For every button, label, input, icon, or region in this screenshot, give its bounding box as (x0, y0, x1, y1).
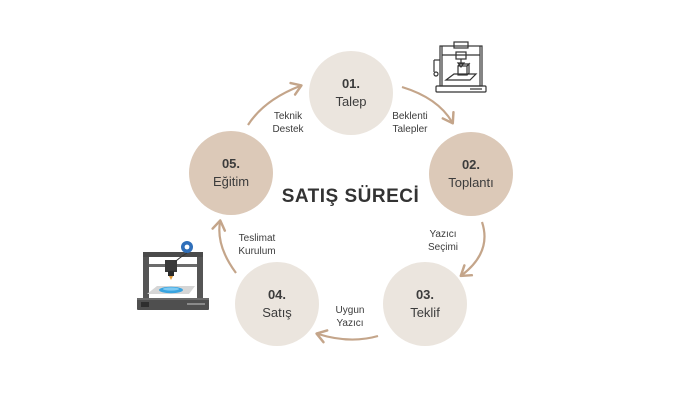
step-number: 01. (341, 76, 361, 91)
step-label: Talep (335, 94, 367, 109)
step-label: Satış (262, 305, 292, 320)
arrow-satis-to-egitim (211, 219, 237, 274)
step-label: Eğitim (212, 174, 250, 189)
arrow-teklif-to-satis (315, 329, 379, 344)
step-03-teklif: 03. Teklif (383, 262, 467, 346)
transition-label-uygun-yazici: Uygun Yazıcı (335, 305, 365, 329)
3d-printer-color-icon (137, 241, 209, 310)
step-05-egitim: 05. Eğitim (189, 131, 273, 215)
arrow-talep-to-toplanti (401, 85, 455, 125)
step-label: Toplantı (448, 175, 494, 190)
arrow-toplanti-to-teklif (459, 221, 486, 278)
transition-label-teknik-destek: Teknik Destek (272, 111, 304, 135)
step-02-toplanti: 02. Toplantı (429, 132, 513, 216)
step-number: 03. (415, 287, 435, 302)
transition-label-teslimat-kurulum: Teslimat Kurulum (238, 233, 276, 257)
step-number: 02. (461, 157, 481, 172)
step-04-satis: 04. Satış (235, 262, 319, 346)
step-label: Teklif (410, 305, 440, 320)
step-number: 04. (267, 287, 287, 302)
transition-label-beklenti: Beklenti Talepler (392, 111, 428, 135)
diagram-title: SATIŞ SÜRECİ (281, 186, 420, 207)
arrow-egitim-to-talep (247, 81, 303, 126)
3d-printer-outline-icon (433, 41, 487, 93)
transition-label-yazici-secimi: Yazıcı Seçimi (427, 229, 458, 253)
step-number: 05. (221, 156, 241, 171)
step-01-talep: 01. Talep (309, 51, 393, 135)
